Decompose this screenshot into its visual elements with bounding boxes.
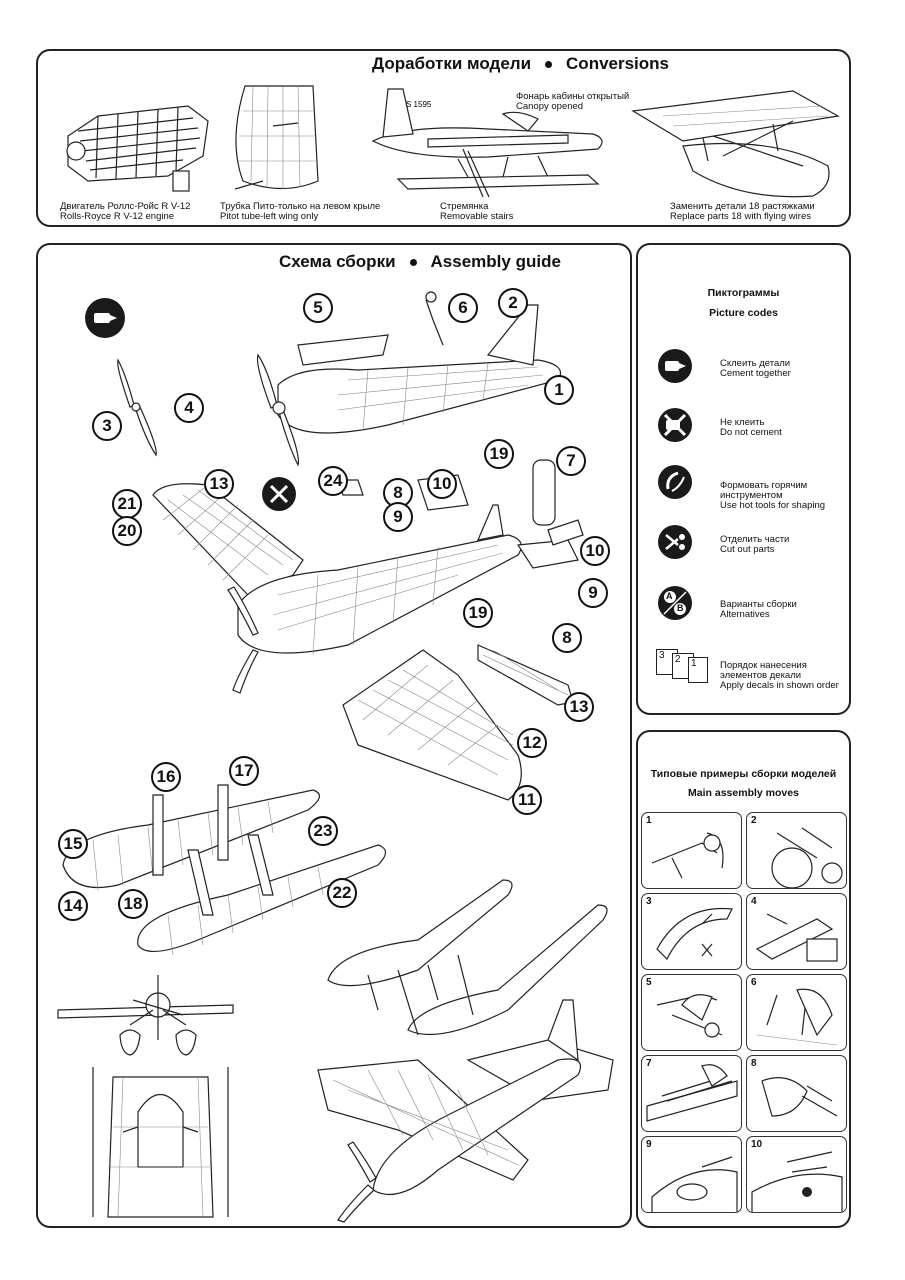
lower-wing-illustration — [342, 649, 522, 801]
fuselage-main-illustration — [227, 504, 522, 694]
front-view-illustration — [57, 975, 234, 1056]
assembly-step-4: 4 — [746, 893, 847, 970]
assembly-step-1: 1 — [641, 812, 742, 889]
assembly-step-9: 9 — [641, 1136, 742, 1213]
no-cement-icon — [658, 408, 692, 442]
assembly-step-10: 10 — [746, 1136, 847, 1213]
part-number: 24 — [318, 466, 348, 496]
assembly-step-5: 5 — [641, 974, 742, 1051]
alt-b: B — [677, 603, 684, 613]
part-number: 23 — [308, 816, 338, 846]
engine-illustration — [66, 105, 209, 192]
assembly-step-8: 8 — [746, 1055, 847, 1132]
part-number: 12 — [517, 728, 547, 758]
decal-order-icon: 3 2 1 — [656, 649, 708, 683]
part-number: 16 — [151, 762, 181, 792]
assembly-step-2: 2 — [746, 812, 847, 889]
alt-a: A — [666, 591, 673, 601]
cut-label: Отделить части Cut out parts — [720, 534, 790, 555]
part-number: 8 — [552, 623, 582, 653]
moves-title-ru: Типовые примеры сборки моделей — [650, 768, 837, 780]
part-number: 21 — [112, 489, 142, 519]
hot-tool-icon — [658, 465, 692, 499]
part-number: 13 — [564, 692, 594, 722]
part-number: 11 — [512, 785, 542, 815]
decal-order-label: Порядок нанесения элементов декали Apply… — [720, 660, 839, 691]
cement-icon — [658, 349, 692, 383]
pitot-caption: Трубка Пито-только на левом крыле Pitot … — [220, 201, 381, 222]
part-number: 22 — [327, 878, 357, 908]
part-number: 20 — [112, 516, 142, 546]
alternatives-icon: A B — [658, 586, 692, 620]
pictograms-title-en: Picture codes — [709, 307, 778, 319]
no-cement-label: Не клеить Do not cement — [720, 417, 782, 438]
part-number: 10 — [580, 536, 610, 566]
part-number: 19 — [463, 598, 493, 628]
part-number: 4 — [174, 393, 204, 423]
propeller-large-illustration — [256, 353, 300, 467]
pictograms-title-ru: Пиктограммы — [707, 287, 780, 299]
part-number: 5 — [303, 293, 333, 323]
assembly-step-7: 7 — [641, 1055, 742, 1132]
part-number: 13 — [204, 469, 234, 499]
part-number: 17 — [229, 756, 259, 786]
flying-wires-illustration — [631, 90, 840, 198]
alternatives-label: Варианты сборки Alternatives — [720, 599, 797, 620]
propeller-small-illustration — [117, 358, 157, 457]
part-number: 10 — [427, 469, 457, 499]
hot-tool-label: Формовать горячим инструментом Use hot t… — [720, 480, 826, 511]
fuselage-upper-illustration — [277, 291, 562, 434]
part-number: 2 — [498, 288, 528, 318]
stairs-caption: Стремянка Removable stairs — [440, 201, 514, 222]
part-number: 6 — [448, 293, 478, 323]
flying-wires-caption: Заменить детали 18 растяжками Replace pa… — [670, 201, 815, 222]
engine-caption: Двигатель Роллс-Ройс R V-12 Rolls-Royce … — [60, 201, 191, 222]
part-number: 3 — [92, 411, 122, 441]
canopy-caption: Фонарь кабины открытый Canopy opened — [516, 91, 630, 112]
assembly-moves-panel: Типовые примеры сборки моделей Main asse… — [636, 730, 851, 1228]
part-number: 9 — [578, 578, 608, 608]
cement-icon — [85, 298, 125, 338]
pitot-wing-illustration — [234, 85, 319, 190]
cement-label: Склеить детали Cement together — [720, 358, 791, 379]
part-number: 9 — [383, 502, 413, 532]
seaplane-side-illustration: S 1595 — [371, 88, 603, 198]
no-cement-icon — [262, 477, 296, 511]
part-number: 7 — [556, 446, 586, 476]
cut-icon — [658, 525, 692, 559]
pictograms-panel: Пиктограммы Picture codes Склеить детали… — [636, 243, 851, 715]
part-number: 15 — [58, 829, 88, 859]
part-number: 19 — [484, 439, 514, 469]
part-number: 18 — [118, 889, 148, 919]
part-number: 1 — [544, 375, 574, 405]
moves-title-en: Main assembly moves — [688, 787, 799, 799]
assembly-step-3: 3 — [641, 893, 742, 970]
assembly-step-6: 6 — [746, 974, 847, 1051]
svg-text:S 1595: S 1595 — [406, 100, 432, 109]
left-wing-illustration — [152, 483, 304, 596]
float-strut-detail-illustration — [92, 1067, 229, 1218]
assembled-aircraft-illustration — [317, 879, 614, 1223]
part-number: 14 — [58, 891, 88, 921]
